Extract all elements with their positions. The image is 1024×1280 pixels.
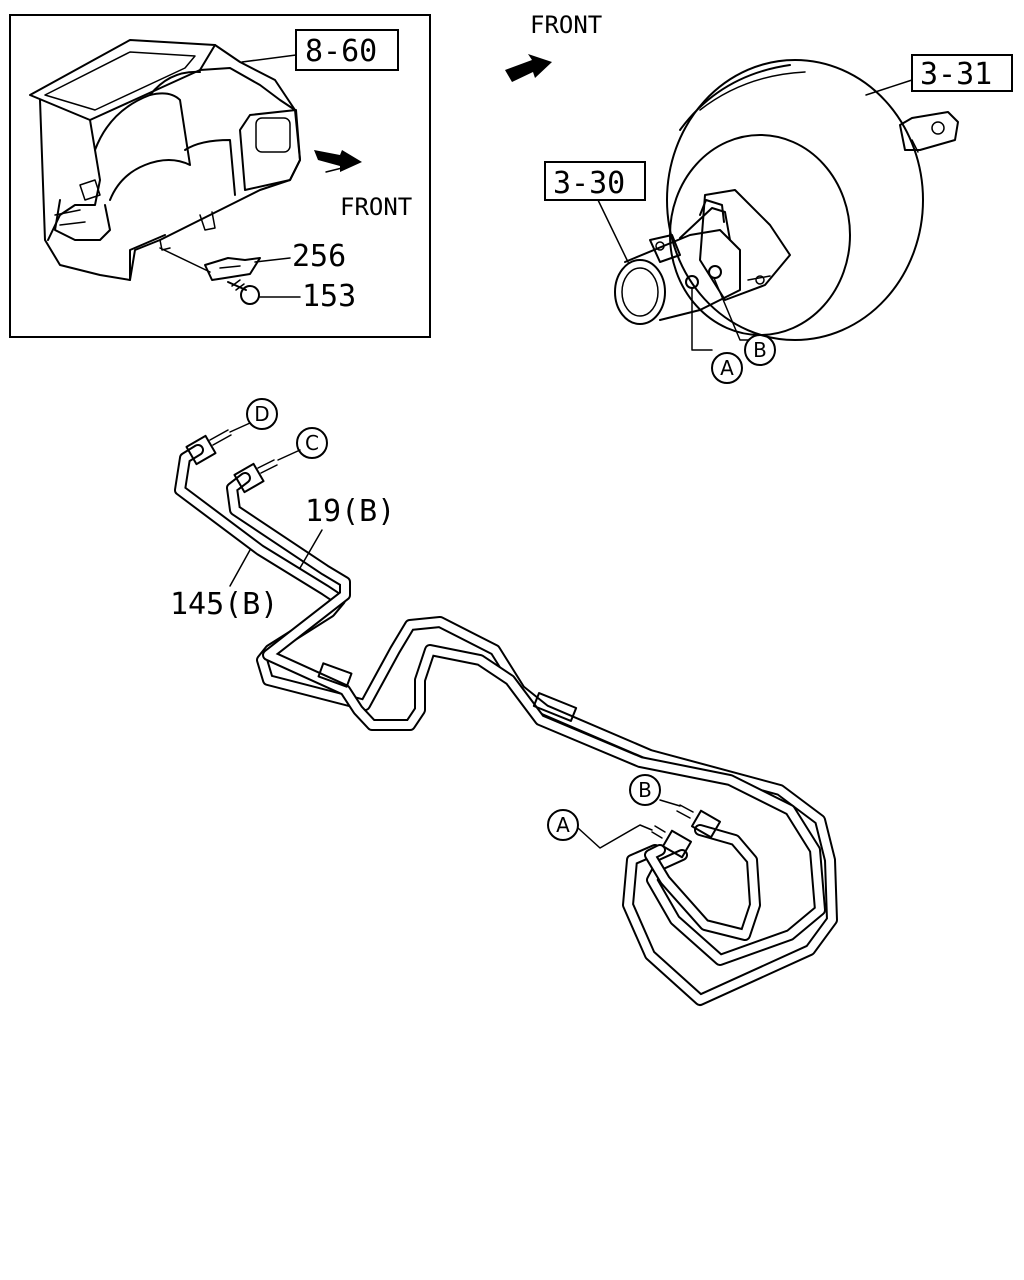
port-b-label: B bbox=[753, 338, 767, 362]
port-a-label: A bbox=[720, 356, 734, 380]
bracket-part-256 bbox=[159, 247, 261, 281]
end-a-marker bbox=[547, 809, 579, 841]
end-a-label: A bbox=[556, 813, 570, 837]
end-c-marker bbox=[296, 427, 328, 459]
pipe-return-loop bbox=[644, 824, 761, 941]
end-b-label: B bbox=[638, 778, 652, 802]
end-b-marker bbox=[629, 774, 661, 806]
ref-label-8-60: 8-60 bbox=[305, 34, 377, 69]
inset-panel: FRONT 8-60 256 153 bbox=[9, 14, 431, 338]
fitting-b bbox=[676, 804, 722, 839]
pipe-clip-2 bbox=[532, 692, 578, 722]
brake-pipes: D C B A 19(B) 145(B) bbox=[170, 398, 838, 1006]
brake-booster-illustration bbox=[666, 59, 959, 341]
leader-3-31 bbox=[865, 79, 913, 96]
port-b-marker bbox=[744, 334, 776, 366]
leader-end-b bbox=[659, 799, 681, 807]
ref-box-8-60 bbox=[295, 29, 399, 71]
leader-ports bbox=[691, 277, 749, 351]
ref-box-3-31 bbox=[911, 54, 1013, 92]
leader-end-a bbox=[577, 824, 653, 849]
front-arrow-inset bbox=[314, 150, 362, 173]
pipe-145-label: 145(B) bbox=[170, 587, 278, 622]
fitting-a bbox=[651, 825, 693, 859]
ref-label-3-31: 3-31 bbox=[920, 57, 992, 92]
heater-unit-illustration bbox=[29, 39, 301, 281]
leader-3-30 bbox=[597, 199, 629, 263]
leader-pipe-145 bbox=[229, 549, 251, 587]
screw-part-153 bbox=[227, 279, 260, 305]
booster-section: FRONT bbox=[505, 11, 1013, 384]
fitting-d bbox=[185, 429, 232, 466]
leader-end-c bbox=[277, 449, 301, 461]
pipe-19-label: 19(B) bbox=[305, 494, 395, 529]
front-arrow-top bbox=[505, 54, 552, 82]
pipe-clip-1 bbox=[317, 662, 353, 688]
end-d-label: D bbox=[254, 402, 269, 426]
part-label-256: 256 bbox=[292, 239, 346, 274]
port-a-marker bbox=[711, 352, 743, 384]
leader-256 bbox=[254, 257, 291, 263]
leader-8-60 bbox=[241, 54, 297, 63]
ref-box-3-30 bbox=[544, 161, 646, 201]
ref-label-3-30: 3-30 bbox=[553, 166, 625, 201]
fitting-c bbox=[233, 459, 278, 494]
master-cylinder-illustration bbox=[614, 199, 741, 325]
front-label-inset: FRONT bbox=[340, 193, 412, 221]
leader-end-d bbox=[229, 422, 251, 433]
end-c-label: C bbox=[305, 431, 319, 455]
leader-pipe-19 bbox=[299, 529, 323, 569]
pipe-145-b bbox=[174, 444, 838, 1006]
part-label-153: 153 bbox=[302, 279, 356, 314]
front-label-top: FRONT bbox=[530, 11, 602, 39]
end-d-marker bbox=[246, 398, 278, 430]
pipe-19-b bbox=[226, 472, 826, 966]
